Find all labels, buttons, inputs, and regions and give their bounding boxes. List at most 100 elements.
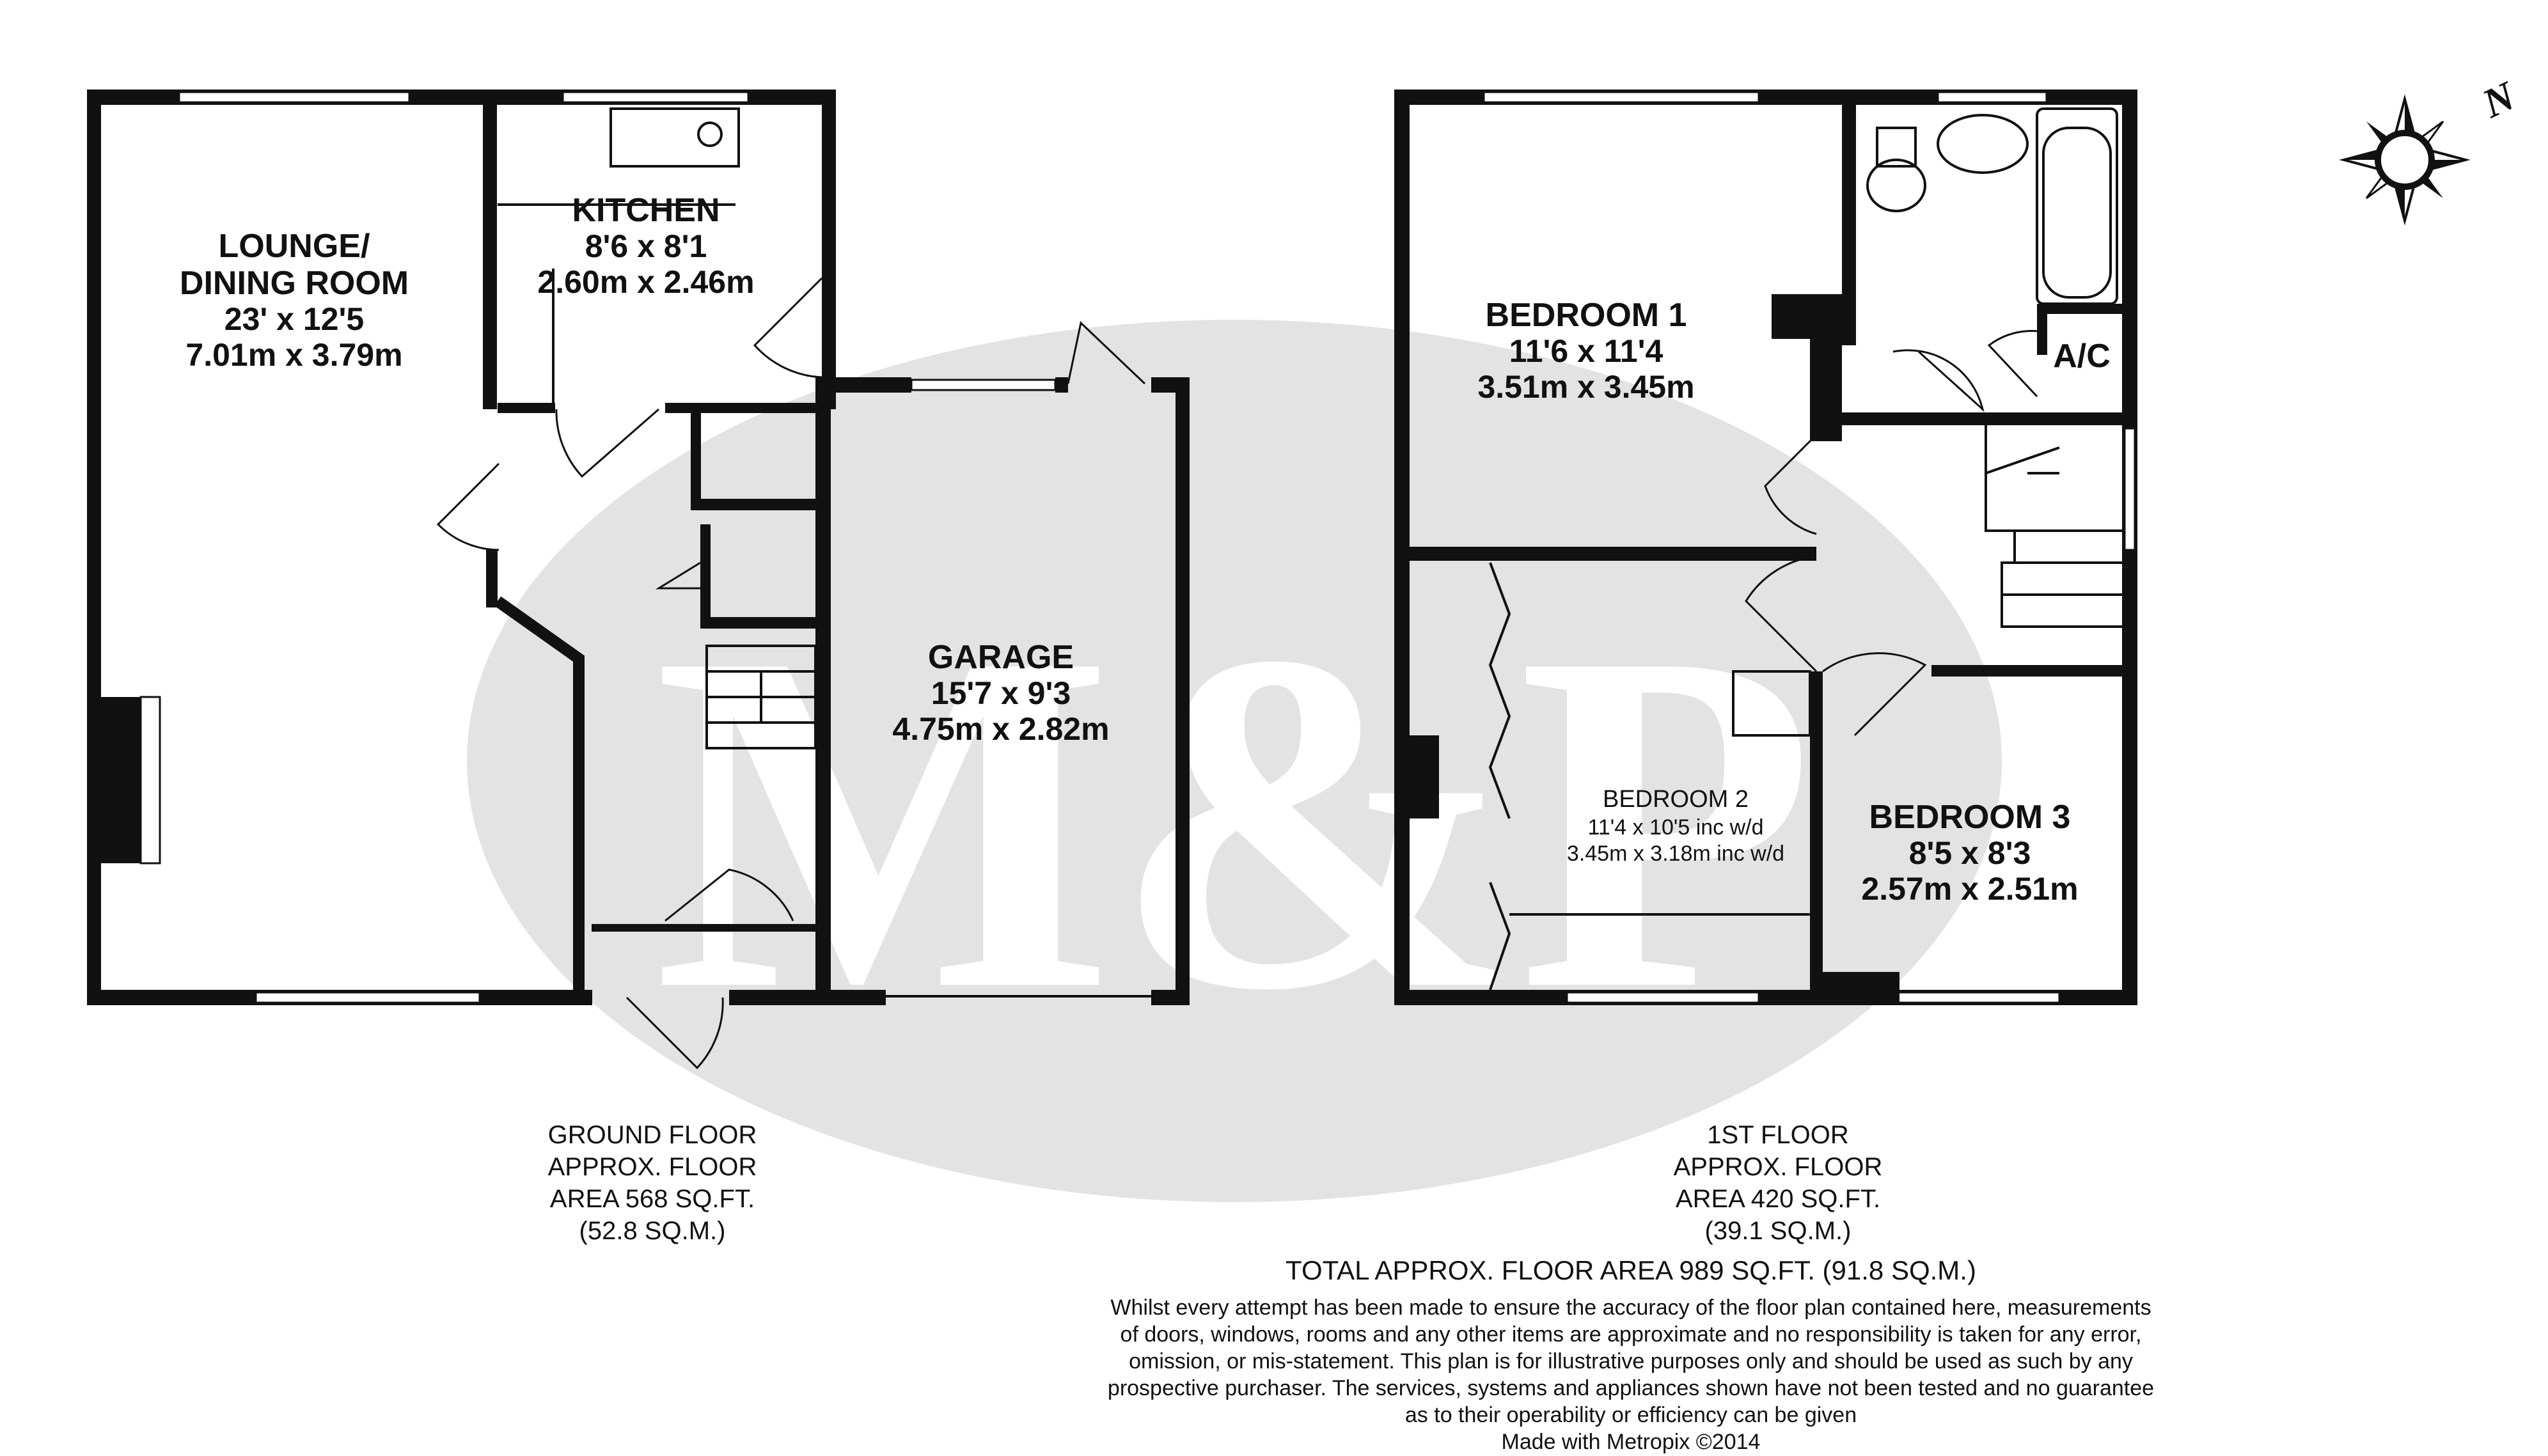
wardrobe-doors [1489, 882, 1511, 990]
wall [1816, 972, 1899, 1005]
door-swing [1067, 321, 1146, 385]
caption-line: APPROX. FLOOR [548, 1153, 757, 1181]
room-dimensions-metric: 7.01m x 3.79m [185, 337, 402, 373]
window [255, 991, 481, 1004]
wall [815, 990, 886, 1005]
room-label-bedroom-3: BEDROOM 3 8'5 x 8'3 2.57m x 2.51m [1861, 799, 2078, 907]
wall [822, 90, 836, 409]
wall [1810, 671, 1823, 1004]
room-label-lounge: LOUNGE/ DINING ROOM 23' x 12'5 7.01m x 3… [180, 228, 409, 373]
room-name: BEDROOM 1 [1486, 297, 1687, 334]
window [2123, 427, 2136, 551]
room-dimensions-imperial: 8'5 x 8'3 [1909, 835, 2031, 871]
first-floor-caption: 1ST FLOOR APPROX. FLOOR AREA 420 SQ.FT. … [1674, 1121, 1883, 1245]
window [562, 91, 750, 104]
door-swing [1892, 349, 1985, 412]
wall [665, 403, 825, 413]
disclaimer-line: prospective purchaser. The services, sys… [1108, 1376, 2154, 1400]
room-name: LOUNGE/ [219, 228, 370, 265]
room-name: DINING ROOM [180, 265, 409, 302]
room-dimensions-imperial: 8'6 x 8'1 [585, 228, 707, 264]
wall [1772, 294, 1842, 339]
cupboard [1732, 670, 1811, 737]
kitchen-sink [609, 107, 740, 168]
wall [483, 90, 497, 409]
door-swing [1764, 434, 1818, 535]
door-swing [665, 868, 794, 922]
door-swing [1987, 330, 2047, 398]
door-swing [1822, 652, 1927, 737]
door-swing [436, 462, 500, 551]
room-label-kitchen: KITCHEN 8'6 x 8'1 2.60m x 2.46m [537, 192, 754, 300]
door-swing [753, 277, 823, 379]
door-swing [555, 408, 659, 478]
ground-floor-plan [87, 90, 1190, 1070]
wall [691, 409, 701, 505]
room-dimensions-imperial: 15'7 x 9'3 [931, 675, 1071, 711]
wall [1810, 333, 1842, 441]
room-label-garage: GARAGE 15'7 x 9'3 4.75m x 2.82m [892, 639, 1109, 747]
disclaimer-line: of doors, windows, rooms and any other i… [1121, 1322, 2142, 1347]
compass-north-label: N [2475, 72, 2523, 127]
disclaimer: Whilst every attempt has been made to en… [1108, 1296, 2154, 1454]
wall [700, 524, 711, 627]
window [1482, 91, 1760, 104]
wall [1842, 412, 2136, 425]
door-swing [655, 561, 701, 590]
disclaimer-line: as to their operability or efficiency ca… [1405, 1403, 1857, 1427]
disclaimer-line: omission, or mis-statement. This plan is… [1129, 1349, 2133, 1374]
wall [1931, 665, 2136, 677]
caption-line: 1ST FLOOR [1707, 1121, 1849, 1149]
wall [815, 377, 831, 1005]
wall [729, 990, 825, 1005]
sink-bowl [697, 121, 723, 147]
wardrobe-doors [1488, 562, 1511, 819]
room-label-bedroom-1: BEDROOM 1 11'6 x 11'4 3.51m x 3.45m [1477, 297, 1694, 405]
wall [1176, 377, 1190, 1005]
room-name: BEDROOM 2 [1603, 786, 1749, 813]
wall [486, 550, 498, 607]
room-name: GARAGE [928, 639, 1074, 676]
disclaimer-line: Made with Metropix ©2014 [1502, 1430, 1761, 1454]
wall [815, 377, 911, 393]
caption-line: AREA 420 SQ.FT. [1676, 1185, 1880, 1213]
airing-cupboard-label: A/C [2053, 338, 2111, 375]
wall [691, 499, 819, 510]
room-dimensions-imperial: 11'4 x 10'5 inc w/d [1587, 815, 1763, 840]
disclaimer-line: Whilst every attempt has been made to en… [1110, 1296, 2151, 1320]
fireplace [101, 697, 141, 863]
first-floor-plan [1394, 90, 2137, 1005]
wall [87, 90, 101, 1005]
door-swing [1745, 555, 1818, 673]
caption-line: (39.1 SQ.M.) [1705, 1217, 1852, 1245]
compass-rose-icon: N [2339, 72, 2523, 226]
room-dimensions-metric: 3.45m x 3.18m inc w/d [1567, 842, 1784, 866]
total-floor-area: TOTAL APPROX. FLOOR AREA 989 SQ.FT. (91.… [1286, 1255, 1976, 1285]
window [1937, 91, 2048, 104]
room-dimensions-imperial: 23' x 12'5 [224, 301, 364, 337]
wall-angle [494, 596, 585, 998]
room-name: BEDROOM 3 [1869, 799, 2071, 836]
room-dimensions-imperial: 11'6 x 11'4 [1509, 333, 1663, 369]
wall [1055, 377, 1068, 393]
staircase [1985, 425, 2122, 628]
room-label-bedroom-2: BEDROOM 2 11'4 x 10'5 inc w/d 3.45m x 3.… [1567, 786, 1784, 866]
caption-line: (52.8 SQ.M.) [579, 1217, 726, 1245]
window [1892, 991, 2061, 1004]
room-dimensions-metric: 4.75m x 2.82m [892, 711, 1109, 747]
room-dimensions-metric: 2.57m x 2.51m [1861, 871, 2078, 907]
wall [1394, 547, 1816, 561]
door-swing [625, 996, 724, 1070]
wall [1151, 990, 1190, 1005]
window [1566, 991, 1760, 1004]
caption-line: AREA 568 SQ.FT. [550, 1185, 755, 1213]
wall [2037, 304, 2136, 314]
wall [700, 617, 819, 629]
window [178, 91, 411, 104]
hearth [139, 696, 161, 865]
ground-floor-caption: GROUND FLOOR APPROX. FLOOR AREA 568 SQ.F… [548, 1121, 757, 1245]
wall [1394, 735, 1439, 818]
watermark-ellipse [467, 320, 2002, 1202]
room-dimensions-metric: 2.60m x 2.46m [537, 264, 754, 300]
